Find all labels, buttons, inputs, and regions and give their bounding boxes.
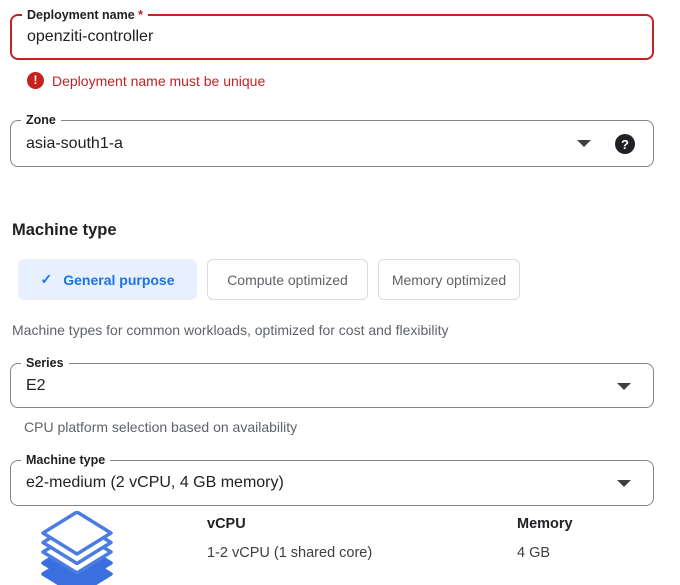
machine-stack-icon [38, 510, 116, 585]
tab-general-purpose[interactable]: ✓ General purpose [18, 259, 197, 300]
help-icon[interactable]: ? [615, 134, 635, 154]
layers-icon [41, 510, 113, 585]
machine-type-label: Machine type [21, 452, 111, 468]
error-icon: ! [27, 72, 44, 89]
tab-memory-optimized[interactable]: Memory optimized [378, 259, 520, 300]
tab-label: General purpose [63, 271, 175, 288]
machine-type-heading: Machine type [12, 221, 117, 239]
tab-label: Memory optimized [391, 271, 507, 288]
vcpu-value: 1-2 vCPU (1 shared core) [207, 545, 373, 561]
tab-compute-optimized[interactable]: Compute optimized [207, 259, 368, 300]
deployment-name-error: ! Deployment name must be unique [27, 72, 265, 89]
deployment-name-input[interactable]: openziti-controller [27, 28, 154, 45]
memory-value: 4 GB [517, 545, 551, 561]
zone-select[interactable]: Zone asia-south1-a ? [10, 112, 654, 167]
chevron-down-icon[interactable] [617, 480, 631, 487]
series-label: Series [21, 355, 69, 371]
required-asterisk: * [138, 8, 144, 22]
series-helper-text: CPU platform selection based on availabi… [24, 419, 298, 435]
zone-label: Zone [21, 112, 61, 128]
vcpu-header: vCPU [207, 516, 246, 532]
error-message: Deployment name must be unique [52, 72, 266, 89]
zone-value: asia-south1-a [26, 134, 123, 152]
series-value: E2 [26, 376, 46, 394]
machine-type-value: e2-medium (2 vCPU, 4 GB memory) [26, 474, 284, 491]
deployment-name-field[interactable]: Deployment name * openziti-controller [10, 7, 654, 60]
tab-label: Compute optimized [227, 271, 348, 288]
deployment-name-label: Deployment name * [22, 7, 149, 23]
chevron-down-icon[interactable] [577, 140, 591, 147]
vcpu-column: vCPU 1-2 vCPU (1 shared core) [207, 516, 372, 561]
memory-column: Memory 4 GB [517, 516, 573, 561]
machine-type-description: Machine types for common workloads, opti… [12, 322, 449, 338]
memory-header: Memory [517, 516, 573, 532]
check-icon: ✓ [40, 271, 53, 287]
series-select[interactable]: Series E2 [10, 355, 654, 408]
machine-type-select[interactable]: Machine type e2-medium (2 vCPU, 4 GB mem… [10, 452, 654, 506]
chevron-down-icon[interactable] [617, 383, 631, 390]
